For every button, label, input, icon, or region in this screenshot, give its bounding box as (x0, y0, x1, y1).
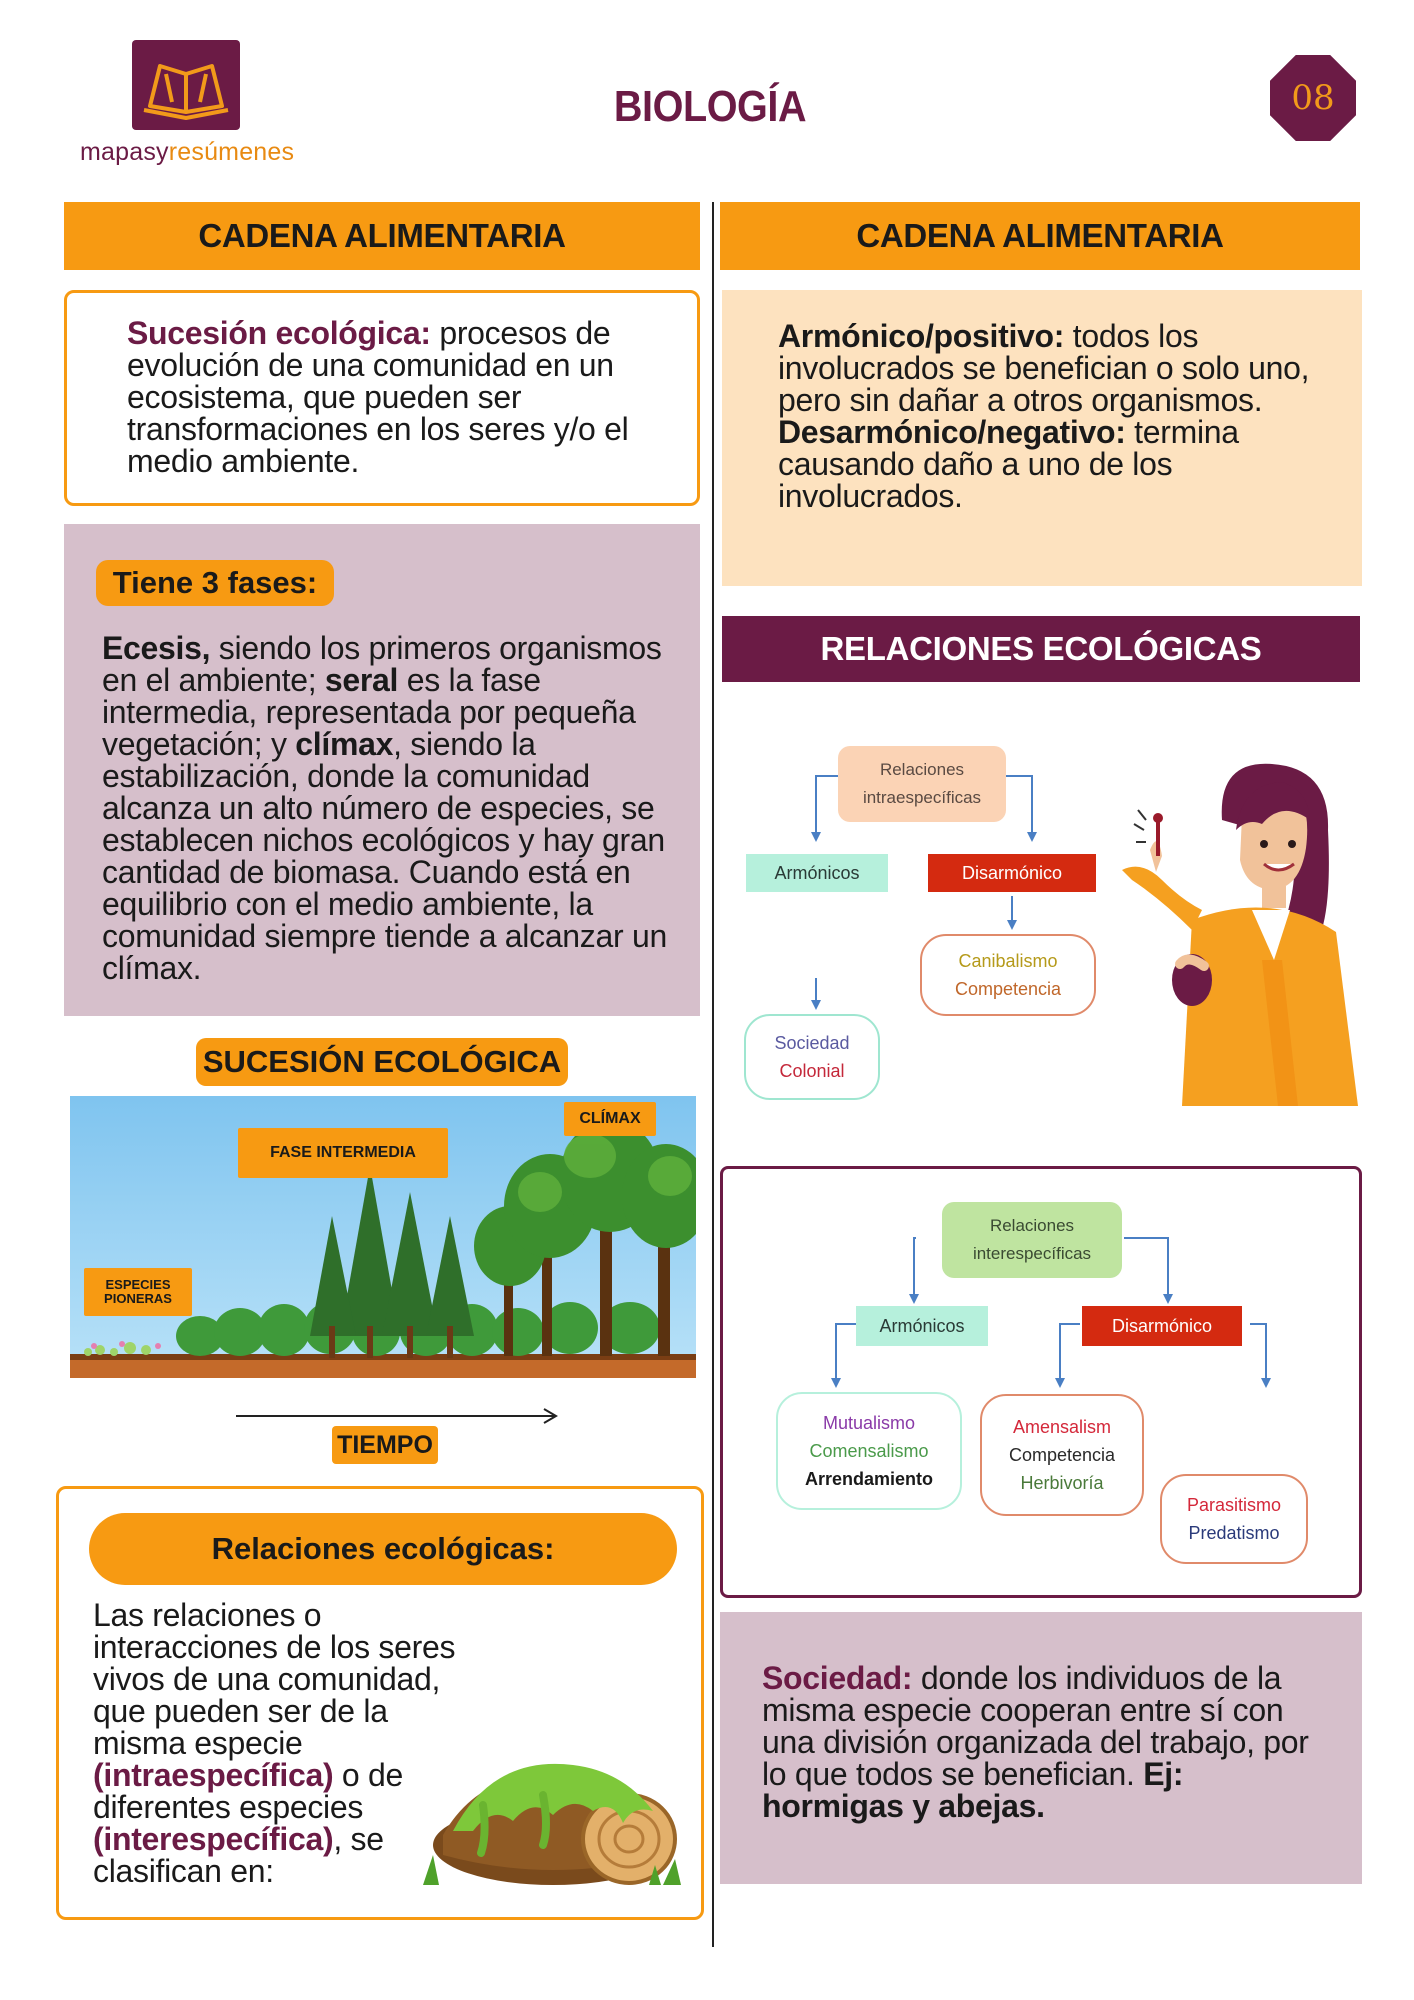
interspecific-box (720, 1166, 1362, 1598)
page-number-badge: 08 (1270, 55, 1356, 141)
forest-scene (70, 1120, 696, 1378)
ecological-relations-box: Relaciones ecológicas: Las relaciones o … (56, 1486, 704, 1920)
inter-harmonic-node: Armónicos (856, 1306, 988, 1346)
label-climax: CLÍMAX (564, 1102, 656, 1136)
ecological-relations-header: RELACIONES ECOLÓGICAS (722, 616, 1360, 682)
right-section-header: CADENA ALIMENTARIA (720, 202, 1360, 270)
phases-pill: Tiene 3 fases: (96, 560, 334, 606)
time-arrow (236, 1408, 558, 1424)
society-box: Sociedad: donde los individuos de la mis… (720, 1612, 1362, 1884)
succession-title: SUCESIÓN ECOLÓGICA (196, 1038, 568, 1086)
brand-name: mapasyresúmenes (80, 138, 295, 166)
intra-harmonic-node: Armónicos (746, 854, 888, 892)
phases-box: Tiene 3 fases: Ecesis, siendo los primer… (64, 524, 700, 1016)
harmonic-definition-box: Armónico/positivo: todos los involucrado… (722, 290, 1362, 586)
phases-text: Ecesis, siendo los primeros organismos e… (102, 630, 667, 986)
succession-definition-box: Sucesión ecológica: procesos de evolució… (64, 290, 700, 506)
label-intermediate-phase: FASE INTERMEDIA (238, 1128, 448, 1178)
harmonic-definition-text: Armónico/positivo: todos los involucrado… (778, 318, 1310, 514)
time-label: TIEMPO (332, 1426, 438, 1464)
ecological-relations-pill: Relaciones ecológicas: (89, 1513, 677, 1585)
succession-definition-text: Sucesión ecológica: procesos de evolució… (127, 315, 629, 479)
column-divider (712, 202, 714, 1947)
ecological-relations-text: Las relaciones o interacciones de los se… (93, 1597, 456, 1889)
interspecific-connectors (831, 1237, 1271, 1388)
teacher-illustration (1122, 763, 1358, 1106)
society-text: Sociedad: donde los individuos de la mis… (762, 1660, 1309, 1824)
page-title: BIOLOGÍA (613, 82, 807, 131)
inter-disharmonic-node: Disarmónico (1082, 1306, 1242, 1346)
intraspecific-connectors (811, 775, 1037, 1010)
left-section-header: CADENA ALIMENTARIA (64, 202, 700, 270)
mossy-log-illustration (423, 1763, 681, 1885)
logo (132, 40, 240, 130)
intra-disharmonic-node: Disarmónico (928, 854, 1096, 892)
book-icon (143, 64, 229, 120)
